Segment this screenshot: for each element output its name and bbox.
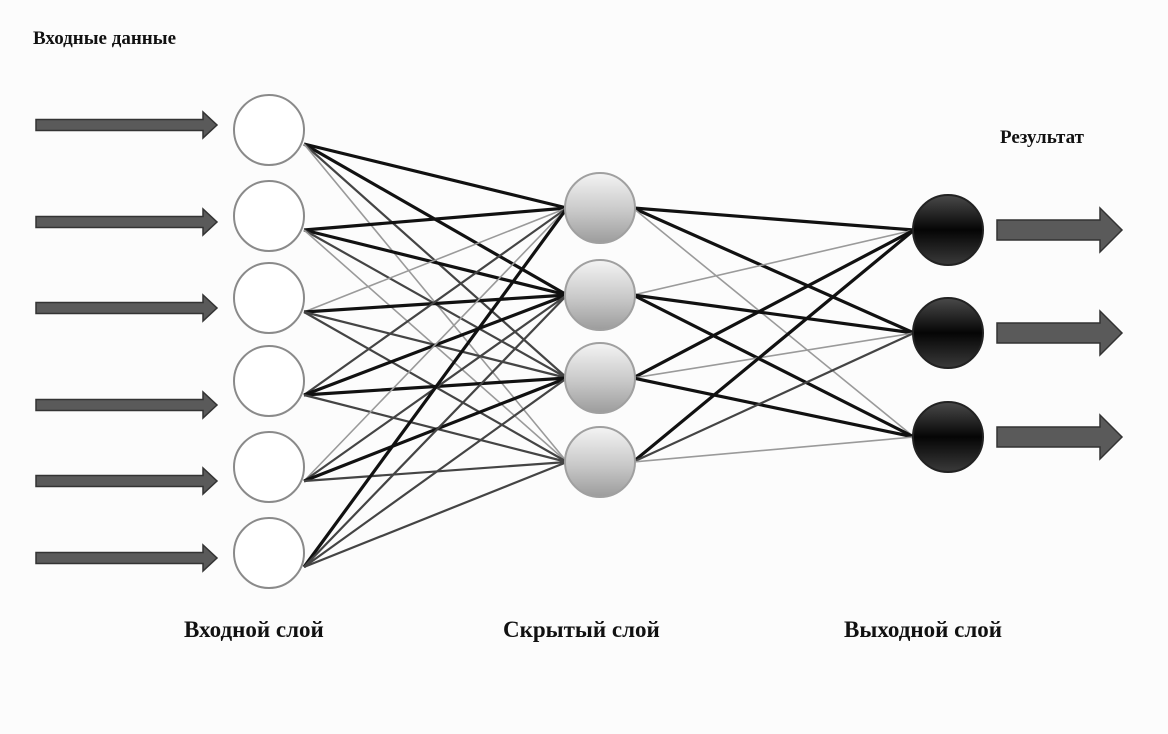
output-arrow-icon — [996, 413, 1124, 461]
connection-hidden-1-output-3 — [632, 207, 915, 438]
result-label: Результат — [1000, 127, 1084, 148]
connection-input-6-hidden-3 — [303, 377, 568, 568]
hidden-node — [564, 259, 636, 331]
connection-hidden-1-output-1 — [632, 206, 915, 232]
input-arrow-icon — [35, 293, 219, 323]
input-layer-label: Входной слой — [184, 617, 324, 642]
connection-hidden-3-output-3 — [632, 376, 915, 439]
connection-input-2-hidden-2 — [303, 228, 568, 297]
input-node — [233, 262, 305, 334]
input-node — [233, 345, 305, 417]
connection-input-2-hidden-1 — [303, 206, 568, 232]
input-arrow-icon — [35, 390, 219, 420]
connection-hidden-4-output-2 — [632, 332, 915, 463]
input-arrow-icon — [35, 543, 219, 573]
hidden-node — [564, 342, 636, 414]
connection-input-5-hidden-1 — [303, 207, 568, 482]
connection-hidden-4-output-1 — [631, 228, 916, 464]
connection-input-3-hidden-2 — [303, 293, 568, 314]
input-arrow-icon — [35, 207, 219, 237]
hidden-node — [564, 426, 636, 498]
input-node — [233, 180, 305, 252]
connection-hidden-3-output-1 — [632, 228, 915, 380]
connection-input-3-hidden-1 — [303, 207, 568, 313]
connection-hidden-2-output-3 — [632, 293, 915, 439]
input-node — [233, 517, 305, 589]
output-node — [912, 297, 984, 369]
hidden-layer-label: Скрытый слой — [503, 617, 660, 642]
hidden-output-connections — [631, 206, 916, 464]
connection-hidden-1-output-2 — [632, 206, 915, 335]
output-node — [912, 401, 984, 473]
input-data-label: Входные данные — [33, 28, 177, 49]
connection-input-6-hidden-4 — [303, 460, 568, 569]
output-node — [912, 194, 984, 266]
hidden-node — [564, 172, 636, 244]
connection-input-6-hidden-2 — [303, 294, 568, 568]
connection-input-6-hidden-1 — [302, 207, 569, 568]
output-arrows — [996, 206, 1124, 461]
output-layer-label: Выходной слой — [844, 617, 1003, 642]
input-node — [233, 94, 305, 166]
connection-hidden-2-output-1 — [632, 229, 915, 296]
connection-input-4-hidden-1 — [303, 207, 568, 396]
nodes — [233, 94, 984, 589]
input-node — [233, 431, 305, 503]
connection-hidden-2-output-2 — [632, 293, 915, 335]
output-arrow-icon — [996, 206, 1124, 254]
output-arrow-icon — [996, 309, 1124, 357]
input-arrow-icon — [35, 110, 219, 140]
connection-hidden-3-output-2 — [632, 332, 915, 379]
connection-input-1-hidden-1 — [303, 142, 568, 210]
input-arrow-icon — [35, 466, 219, 496]
connection-hidden-4-output-3 — [632, 436, 915, 463]
input-hidden-connections — [302, 142, 569, 569]
input-arrows — [35, 110, 219, 573]
